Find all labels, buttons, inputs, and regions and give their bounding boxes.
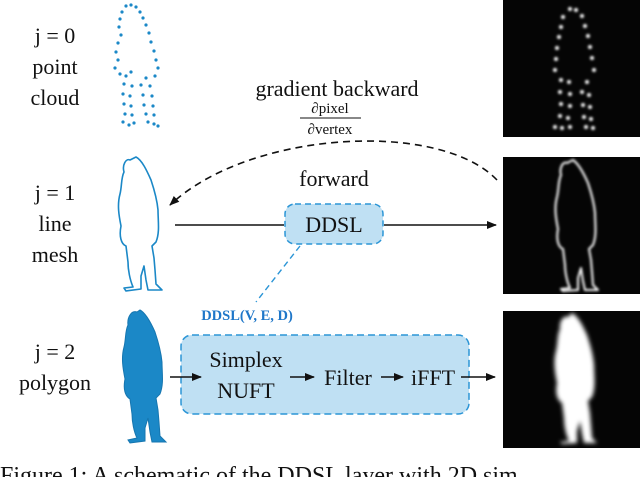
gradient-fraction-numerator: ∂pixel (311, 101, 348, 117)
ddsl-box (284, 203, 384, 245)
row0-index: j = 0 (34, 23, 76, 48)
row2-name-line1: polygon (19, 370, 91, 395)
gradient-backward-label: gradient backward (255, 76, 418, 101)
row2-index: j = 2 (34, 339, 76, 364)
row0-name-line2: cloud (31, 85, 80, 110)
rendered-image-point-cloud (503, 0, 640, 137)
pipeline-simplex-line1: Simplex (209, 347, 282, 372)
figure-caption: Figure 1: A schematic of the DDSL layer … (0, 463, 518, 477)
row1-name-line1: line (39, 211, 72, 236)
row1-index: j = 1 (34, 180, 76, 205)
line-mesh-silhouette (117, 156, 163, 292)
gradient-fraction-denominator: ∂vertex (308, 122, 353, 138)
row0-name-line1: point (32, 54, 77, 79)
row1-name-line2: mesh (32, 242, 78, 267)
rendered-image-polygon (503, 311, 640, 448)
pipeline-filter: Filter (324, 365, 372, 390)
pipeline-ifft: iFFT (411, 365, 456, 390)
ddsl-signature: DDSL(V, E, D) (201, 308, 293, 324)
ddsl-box-label: DDSL (305, 212, 362, 237)
point-cloud-silhouette (113, 3, 160, 128)
gradient-backward-arrow (169, 140, 498, 206)
rendered-image-line-mesh (503, 157, 640, 294)
ddsl-connector-line (255, 245, 301, 303)
pipeline-box (180, 334, 470, 415)
polygon-silhouette (121, 309, 168, 444)
pipeline-simplex-line2: NUFT (217, 378, 275, 403)
forward-label: forward (299, 166, 369, 191)
